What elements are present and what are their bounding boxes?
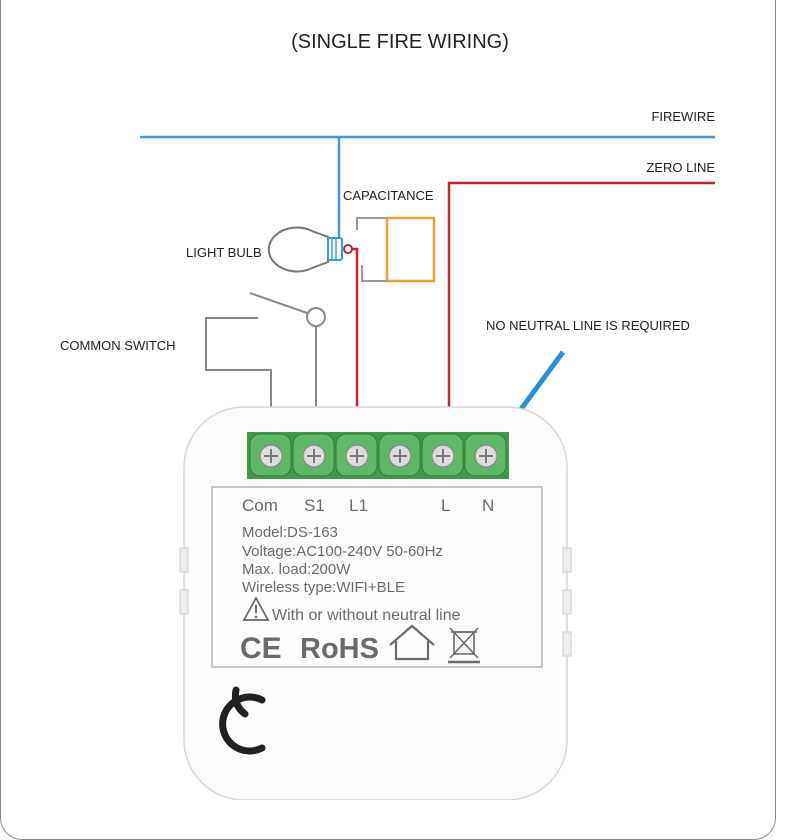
terminal-label-n: N bbox=[482, 496, 494, 515]
firewire-label: FIREWIRE bbox=[651, 109, 715, 124]
terminal-label-l1: L1 bbox=[349, 496, 368, 515]
terminal-label-l: L bbox=[441, 496, 450, 515]
common-switch-label: COMMON SWITCH bbox=[60, 338, 176, 353]
spec-model: Model:DS-163 bbox=[242, 524, 338, 541]
terminal-label-s1: S1 bbox=[304, 496, 325, 515]
capacitor-icon bbox=[356, 216, 436, 283]
no-neutral-label: NO NEUTRAL LINE IS REQUIRED bbox=[486, 318, 690, 333]
rohs-mark: RoHS bbox=[300, 633, 379, 665]
neutral-note: With or without neutral line bbox=[272, 607, 461, 624]
spec-max-load: Max. load:200W bbox=[242, 561, 351, 578]
home-icon bbox=[389, 624, 435, 661]
hook-icon bbox=[219, 686, 266, 755]
zero-wire bbox=[447, 181, 715, 455]
spec-voltage: Voltage:AC100-240V 50-60Hz bbox=[242, 543, 443, 560]
warning-icon bbox=[242, 596, 270, 621]
diagram-title: (SINGLE FIRE WIRING) bbox=[291, 31, 509, 53]
zero-line-label: ZERO LINE bbox=[646, 160, 715, 175]
light-bulb-label: LIGHT BULB bbox=[186, 245, 262, 260]
terminal-block bbox=[247, 432, 509, 479]
spec-plate bbox=[211, 486, 543, 668]
fire-wire bbox=[140, 135, 715, 245]
wiring-diagram: (SINGLE FIRE WIRING) FIREWIRE ZERO LINE … bbox=[60, 31, 715, 800]
spec-wireless: Wireless type:WIFI+BLE bbox=[242, 579, 405, 596]
ce-mark: CE bbox=[240, 632, 282, 665]
weee-bin-icon bbox=[448, 627, 480, 664]
capacitance-label: CAPACITANCE bbox=[343, 188, 434, 203]
terminal-label-com: Com bbox=[242, 496, 278, 515]
bulb-to-l1-wire bbox=[352, 247, 359, 455]
